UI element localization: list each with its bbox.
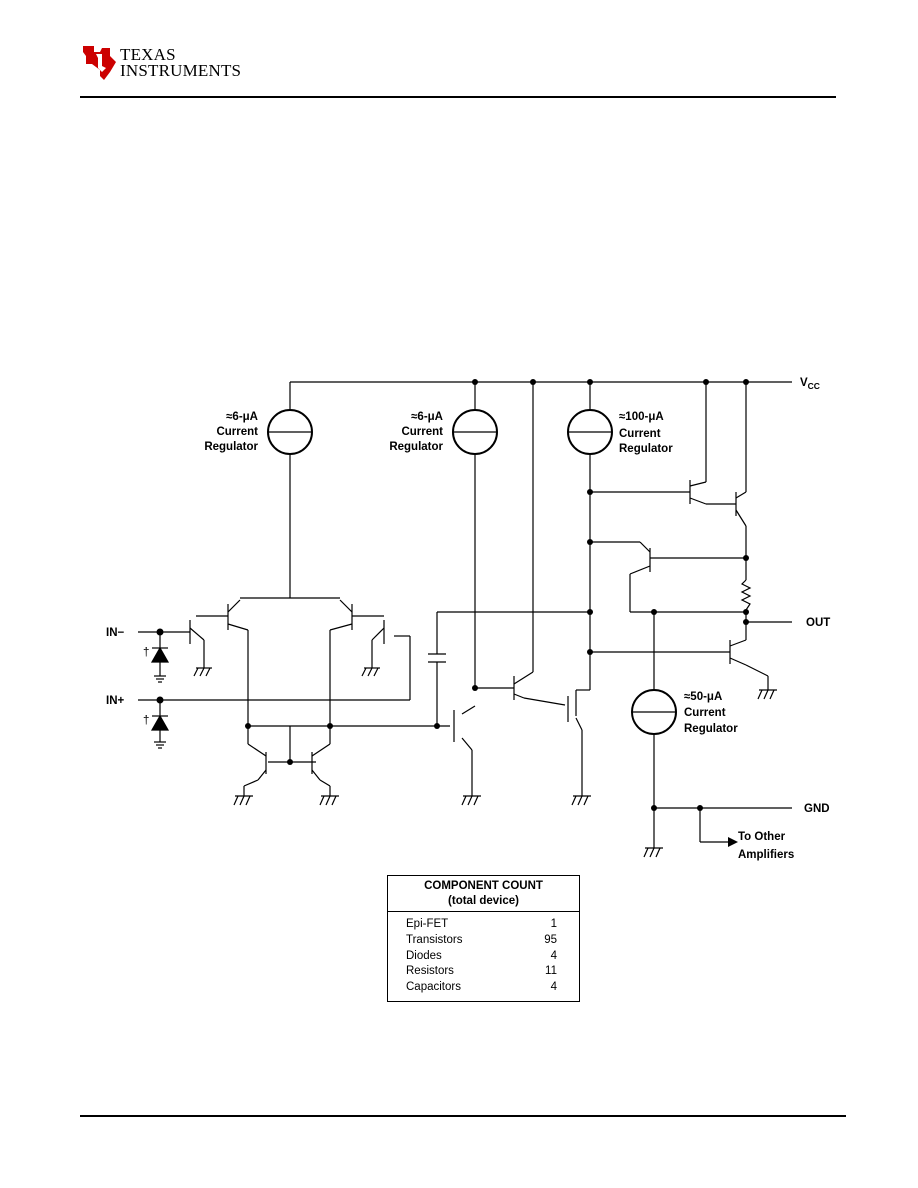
svg-text:≈6-μA: ≈6-μA <box>226 411 258 423</box>
svg-text:Regulator: Regulator <box>389 441 443 453</box>
row-value: 1 <box>550 918 557 930</box>
current-regulators <box>267 409 677 735</box>
brand-line-2: INSTRUMENTS <box>120 61 242 80</box>
component-count-subtitle: (total device) <box>448 895 519 907</box>
row-value: 4 <box>550 949 557 962</box>
row-name: Diodes <box>406 949 442 962</box>
row-name: Capacitors <box>406 981 461 994</box>
component-count-table: COMPONENT COUNT (total device) Epi-FET 1… <box>387 875 580 1002</box>
reg2-label: ≈6-μA Current Regulator <box>389 411 443 453</box>
gnd-label: GND <box>804 803 830 815</box>
table-row: Transistors 95 <box>406 933 557 949</box>
svg-text:Regulator: Regulator <box>204 441 258 453</box>
ground-symbols <box>154 667 777 858</box>
to-other-label-1: To Other <box>738 831 786 843</box>
table-row: Capacitors 4 <box>406 980 557 996</box>
junction-dots <box>156 379 749 811</box>
component-count-title: COMPONENT COUNT <box>424 880 543 892</box>
transistors <box>189 480 747 781</box>
svg-text:≈6-μA: ≈6-μA <box>411 411 443 423</box>
brand-line-1: TEXAS <box>120 45 176 64</box>
in-plus-label: IN+ <box>106 695 125 707</box>
reg4-label: ≈50-μA Current Regulator <box>684 691 738 735</box>
row-name: Epi-FET <box>406 918 449 930</box>
row-value: 95 <box>544 933 557 946</box>
row-value: 11 <box>545 965 557 978</box>
footer-rule <box>80 1115 846 1117</box>
diode-symbols <box>150 646 170 731</box>
svg-text:Regulator: Regulator <box>684 723 738 735</box>
brand-name: TEXAS INSTRUMENTS <box>120 45 242 80</box>
wires <box>138 381 792 848</box>
to-other-label-2: Amplifiers <box>738 849 794 861</box>
vcc-label: VCC <box>800 377 820 391</box>
dagger-note-2: † <box>143 715 149 727</box>
component-count-header: COMPONENT COUNT (total device) <box>388 876 579 912</box>
svg-text:≈50-μA: ≈50-μA <box>684 691 722 703</box>
capacitor-symbol <box>428 653 446 663</box>
row-name: Transistors <box>406 933 463 946</box>
reg3-label: ≈100-μA Current Regulator <box>619 411 673 455</box>
table-row: Resistors 11 <box>406 964 557 980</box>
resistor-symbol <box>740 579 752 611</box>
table-row: Diodes 4 <box>406 949 557 965</box>
svg-text:≈100-μA: ≈100-μA <box>619 411 664 423</box>
row-value: 4 <box>550 981 557 994</box>
table-row: Epi-FET 1 <box>406 917 557 933</box>
svg-text:Current: Current <box>216 426 258 438</box>
reg1-label: ≈6-μA Current Regulator <box>204 411 258 453</box>
dagger-note-1: † <box>143 647 149 659</box>
arrow-right-icon <box>728 837 738 847</box>
ti-logo-icon <box>83 46 116 80</box>
row-name: Resistors <box>406 965 454 978</box>
svg-text:Current: Current <box>684 707 726 719</box>
header-rule <box>80 96 836 98</box>
svg-text:Current: Current <box>401 426 443 438</box>
out-label: OUT <box>806 617 830 629</box>
svg-text:Current: Current <box>619 428 661 440</box>
in-minus-label: IN− <box>106 627 125 639</box>
svg-text:Regulator: Regulator <box>619 443 673 455</box>
